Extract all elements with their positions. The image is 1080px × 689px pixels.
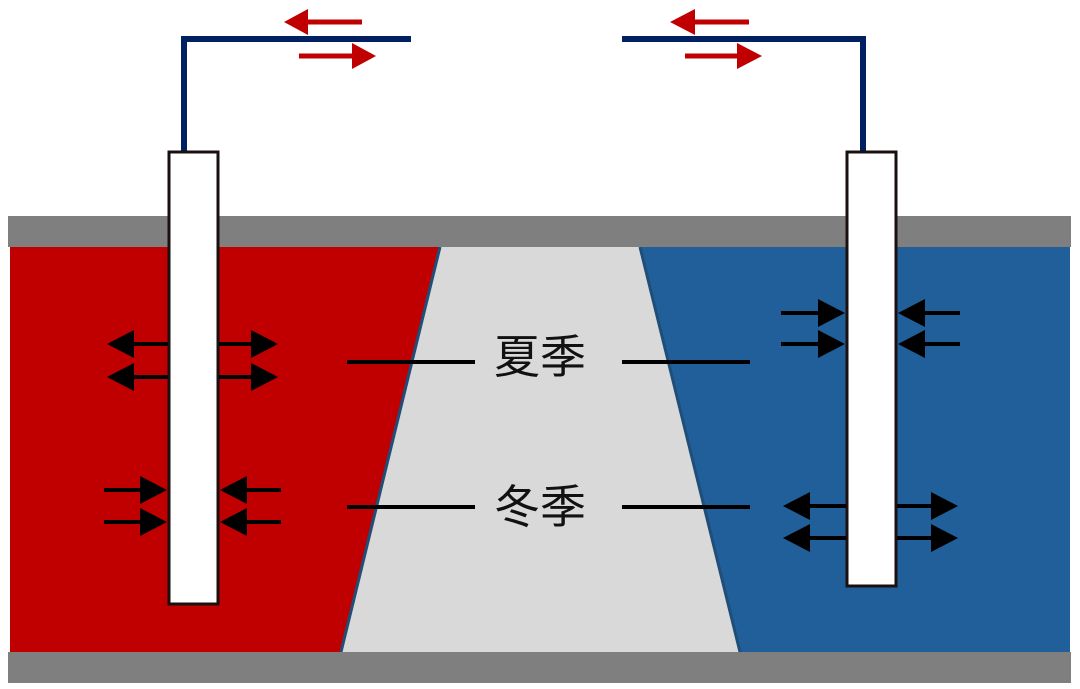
hot-well-arrows	[104, 330, 281, 536]
cold-pipe-flow-arrows	[670, 9, 762, 69]
cold-well-arrows	[781, 299, 960, 552]
hot-well	[167, 150, 220, 606]
arrow-left-icon	[107, 363, 168, 391]
flow-arrow-right-icon	[685, 43, 762, 69]
flow-arrow-left-icon	[670, 9, 749, 35]
lower-confining-layer	[8, 652, 1071, 683]
arrow-right-icon	[897, 492, 958, 520]
cold-front-boundary	[638, 246, 742, 653]
cold-well	[845, 150, 898, 588]
arrow-right-icon	[104, 476, 167, 504]
arrow-left-icon	[220, 476, 281, 504]
arrow-left-icon	[220, 508, 281, 536]
hot-pipe-flow-arrows	[284, 9, 376, 69]
summer-label: 夏季	[494, 330, 586, 384]
upper-confining-layer	[8, 216, 1071, 247]
arrow-left-icon	[898, 330, 960, 358]
arrow-right-icon	[781, 330, 845, 358]
arrow-right-icon	[781, 299, 845, 327]
arrow-left-icon	[783, 492, 846, 520]
arrow-left-icon	[107, 330, 168, 358]
arrow-right-icon	[897, 524, 958, 552]
hot-well-pipe	[181, 36, 411, 152]
arrow-left-icon	[783, 524, 846, 552]
arrow-right-icon	[104, 508, 167, 536]
arrow-left-icon	[898, 299, 960, 327]
flow-arrow-right-icon	[299, 43, 376, 69]
winter-label: 冬季	[494, 480, 586, 534]
flow-arrow-left-icon	[284, 9, 362, 35]
transition-zone	[341, 247, 740, 652]
cold-well-pipe	[622, 36, 866, 152]
hot-front-boundary	[339, 246, 442, 653]
arrow-right-icon	[219, 330, 278, 358]
arrow-right-icon	[219, 363, 278, 391]
